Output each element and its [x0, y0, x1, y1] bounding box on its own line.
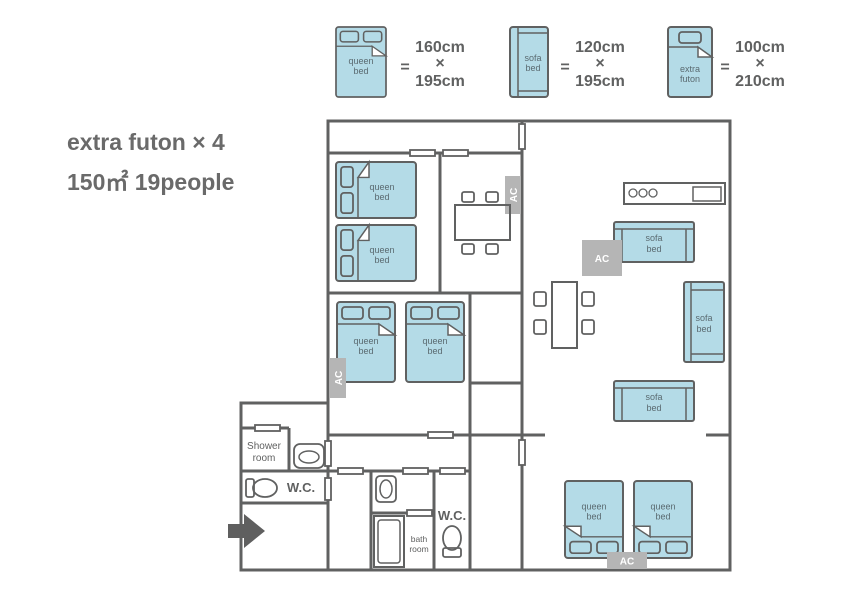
sofa-label: bed [696, 324, 711, 334]
width-value: 120cm [575, 39, 625, 56]
length-value: 210cm [735, 73, 785, 90]
sofa-label: sofa [524, 53, 541, 63]
legend-dimensions: = 100cm×210cm [720, 39, 785, 90]
bed-icon [562, 480, 624, 559]
sofa-icon [683, 281, 725, 363]
bathroom-fixtures [245, 443, 462, 568]
bed-icon [335, 222, 417, 282]
futon-label: futon [680, 74, 700, 84]
sofa-label: bed [525, 63, 540, 73]
bed-label: bed [374, 192, 389, 202]
width-value: 100cm [735, 39, 785, 56]
bath-room-label: bath [411, 534, 428, 544]
dining-table [533, 281, 595, 349]
bed-icon [631, 480, 693, 559]
length-value: 195cm [575, 73, 625, 90]
times-sign: × [595, 55, 604, 72]
ac-label: AC [595, 254, 609, 265]
wc-label-left: W.C. [287, 480, 315, 495]
ac-unit: AC [607, 552, 647, 569]
sofa-label: sofa [645, 392, 662, 402]
area-and-capacity: 150㎡ 19people [67, 169, 234, 195]
bed-icon [335, 159, 417, 219]
ac-unit: AC [330, 358, 346, 398]
bed-label: queen [369, 245, 394, 255]
futon-label: extra [680, 64, 700, 74]
entrance-arrow-icon [228, 514, 265, 548]
bed-icon [335, 26, 389, 98]
doors [254, 123, 526, 517]
kitchen-counter [623, 182, 726, 205]
ac-label: AC [334, 371, 345, 385]
bed-label: queen [348, 56, 373, 66]
ac-unit: AC [582, 240, 622, 276]
bed-icon [405, 301, 467, 383]
bed-icon [336, 301, 398, 383]
ac-label: AC [509, 188, 520, 202]
legend-dimensions: = 160cm×195cm [400, 39, 465, 90]
ac-unit: AC [505, 176, 521, 214]
bed-label: queen [650, 502, 675, 512]
ac-label: AC [620, 557, 634, 568]
sofa-label: bed [646, 403, 661, 413]
times-sign: × [435, 55, 444, 72]
bed-label: bed [586, 512, 601, 522]
bed-label: bed [358, 346, 373, 356]
bath-room-label-2: room [409, 544, 428, 554]
bed-label: bed [353, 66, 368, 76]
length-value: 195cm [415, 73, 465, 90]
sofa-label: bed [646, 244, 661, 254]
shower-room-label-2: room [253, 453, 276, 464]
sofa-icon [613, 380, 695, 422]
bed-label: queen [422, 336, 447, 346]
dining-table [454, 191, 511, 255]
shower-room-label: Shower [247, 441, 282, 452]
bed-label: queen [581, 502, 606, 512]
bed-label: queen [353, 336, 378, 346]
bed-label: bed [374, 255, 389, 265]
sofa-label: sofa [695, 313, 712, 323]
extra-futon-count: extra futon × 4 [67, 129, 225, 155]
times-sign: × [755, 55, 764, 72]
bed-label: bed [427, 346, 442, 356]
wc-label-right: W.C. [438, 508, 466, 523]
width-value: 160cm [415, 39, 465, 56]
bed-label: queen [369, 182, 394, 192]
sofa-label: sofa [645, 233, 662, 243]
equals-sign: = [720, 59, 729, 76]
legend-dimensions: = 120cm×195cm [560, 39, 625, 90]
bed-label: bed [655, 512, 670, 522]
equals-sign: = [400, 59, 409, 76]
equals-sign: = [560, 59, 569, 76]
